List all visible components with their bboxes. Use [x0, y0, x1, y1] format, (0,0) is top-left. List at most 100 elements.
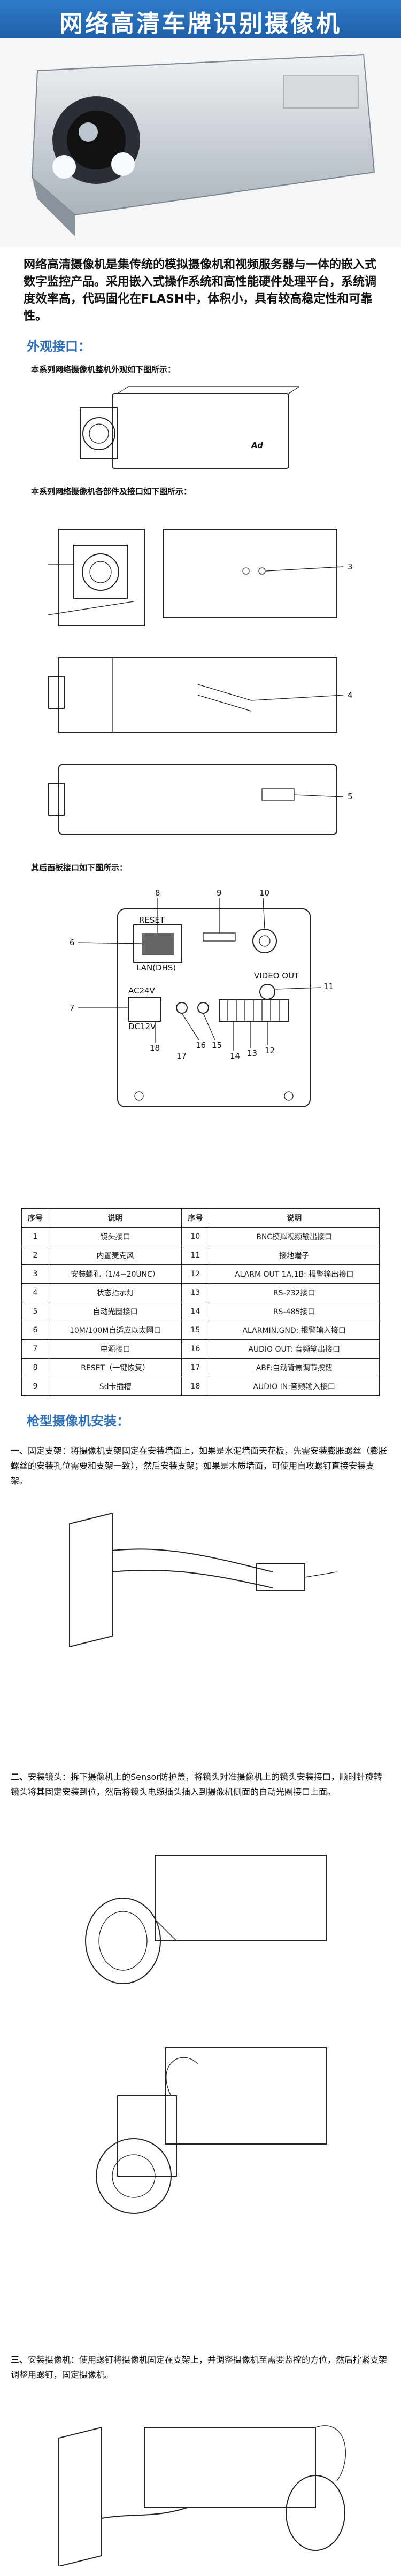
table-cell: 17	[181, 1358, 210, 1377]
table-cell: 12	[181, 1264, 210, 1284]
table-cell: 状态指示灯	[48, 1283, 182, 1302]
table-cell: 内置麦克风	[48, 1246, 182, 1265]
callout-3: 3	[348, 562, 353, 572]
step-2-text: 安装镜头：拆下摄像机上的Sensor防护盖，将镜头对准摄像机上的镜头安装接口，顺…	[11, 1772, 382, 1797]
table-header: 序号	[181, 1208, 210, 1228]
callout-18: 18	[150, 1043, 160, 1053]
table-cell: ALARMIN,GND: 报警输入接口	[209, 1321, 380, 1340]
rear-panel-outline: RESET LAN(DHS) AC24V DC12V VIDEO OUT 6 7…	[70, 888, 334, 1107]
table-cell: 10	[181, 1227, 210, 1246]
table-cell: 16	[181, 1339, 210, 1359]
ac24v-text: AC24V	[128, 986, 156, 996]
table-header: 说明	[48, 1208, 182, 1228]
table-cell: 13	[181, 1283, 210, 1302]
dc12v-text: DC12V	[128, 1022, 156, 1031]
install-step-3: 三、安装摄像机：使用螺钉将摄像机固定在支架上，并调整摄像机至需要监控的方位，然后…	[11, 2353, 390, 2382]
table-header: 说明	[209, 1208, 380, 1228]
table-cell: 11	[181, 1246, 210, 1265]
table-cell: 接地端子	[209, 1246, 380, 1265]
table-cell: 10M/100M自适应以太网口	[48, 1321, 182, 1340]
table-cell: 8	[21, 1358, 49, 1377]
table-cell: 9	[21, 1377, 49, 1396]
table-cell: 2	[21, 1246, 49, 1265]
table-cell: 电源接口	[48, 1339, 182, 1359]
page-title: 网络高清车牌识别摄像机	[59, 10, 342, 37]
camera-body-outline: Ad	[80, 386, 300, 469]
table-cell: 镜头接口	[48, 1227, 182, 1246]
reset-text: RESET	[139, 915, 165, 925]
callout-6: 6	[70, 938, 75, 947]
install-section-title: 枪型摄像机安装：	[27, 1414, 129, 1429]
lens-install-outline-1	[85, 1855, 327, 1984]
bracket-drawing	[48, 1512, 358, 1648]
table-cell: 安装螺孔（1/4~20UNC）	[48, 1264, 182, 1284]
table-header: 序号	[21, 1208, 49, 1228]
callout-9: 9	[217, 888, 222, 898]
callout-13: 13	[247, 1048, 257, 1058]
appearance-caption-3: 其后面板接口如下图所示：	[31, 863, 128, 873]
step-1-text: 固定支架：将摄像机支架固定在安装墙面上，如果是水泥墙面天花板，先需安装膨胀螺丝（…	[11, 1446, 388, 1486]
appearance-caption-2: 本系列网络摄像机各部件及接口如下图所示：	[31, 487, 192, 496]
callout-5: 5	[348, 792, 353, 801]
callout-4: 4	[348, 690, 353, 700]
callout-11: 11	[323, 982, 334, 991]
lens-install-outline-2	[96, 2047, 327, 2214]
install-step-2: 二、安装镜头：拆下摄像机上的Sensor防护盖，将镜头对准摄像机上的镜头安装接口…	[11, 1770, 390, 1800]
camera-mount-outline	[58, 2425, 346, 2567]
callout-14: 14	[230, 1051, 240, 1061]
table-cell: 自动光圈接口	[48, 1302, 182, 1321]
table-cell: 3	[21, 1264, 49, 1284]
lens-install-drawing-1	[48, 1839, 358, 2005]
table-cell: 1	[21, 1227, 49, 1246]
lens-install-drawing-2	[48, 2032, 358, 2224]
table-cell: RS-232接口	[209, 1283, 380, 1302]
camera-parts-outline: 1 2 3 4 5	[43, 529, 353, 835]
table-cell: 7	[21, 1339, 49, 1359]
step-1-number: 一、	[11, 1446, 28, 1456]
callout-16: 16	[196, 1040, 206, 1050]
table-cell: Sd卡插槽	[48, 1377, 182, 1396]
install-step-1: 一、固定支架：将摄像机支架固定在安装墙面上，如果是水泥墙面天花板，先需安装膨胀螺…	[11, 1444, 390, 1488]
callout-17: 17	[176, 1051, 187, 1061]
lan-text: LAN(DHS)	[136, 963, 176, 973]
table-cell: RS-485接口	[209, 1302, 380, 1321]
table-cell: 15	[181, 1321, 210, 1340]
svg-text:Ad: Ad	[251, 441, 263, 450]
hero-camera-image	[0, 38, 401, 247]
table-cell: 18	[181, 1377, 210, 1396]
bracket-outline	[69, 1512, 337, 1648]
camera-parts-drawing: 1 2 3 4 5	[43, 508, 358, 850]
step-2-number: 二、	[11, 1772, 28, 1782]
rear-panel-drawing: RESET LAN(DHS) AC24V DC12V VIDEO OUT 6 7…	[48, 882, 358, 1182]
table-cell: 4	[21, 1283, 49, 1302]
callout-10: 10	[259, 888, 269, 898]
callout-15: 15	[212, 1040, 222, 1050]
table-cell: BNC模拟视频输出接口	[209, 1227, 380, 1246]
table-cell: 5	[21, 1302, 49, 1321]
table-cell: RESET（一键恢复）	[48, 1358, 182, 1377]
table-cell: ABF:自动背焦调节按钮	[209, 1358, 380, 1377]
appearance-section-title: 外观接口：	[27, 339, 91, 354]
intro-paragraph: 网络高清摄像机是集传统的模拟摄像机和视频服务器与一体的嵌入式数字监控产品。采用嵌…	[24, 258, 377, 323]
table-header-row: 序号 说明 序号 说明	[21, 1208, 380, 1228]
callout-12: 12	[265, 1046, 275, 1055]
table-cell: AUDIO OUT: 音频输出接口	[209, 1339, 380, 1359]
table-cell: ALARM OUT 1A,1B: 报警输出接口	[209, 1264, 380, 1284]
step-3-text: 安装摄像机：使用螺钉将摄像机固定在支架上，并调整摄像机至需要监控的方位，然后拧紧…	[11, 2355, 388, 2380]
camera-mount-drawing	[48, 2406, 358, 2567]
camera-body-drawing: Ad	[48, 384, 358, 475]
camera-housing-illustration	[31, 53, 375, 236]
table-cell: 14	[181, 1302, 210, 1321]
table-cell: AUDIO IN:音频输入接口	[209, 1377, 380, 1396]
appearance-caption-1: 本系列网络摄像机整机外观如下图所示：	[31, 365, 176, 374]
